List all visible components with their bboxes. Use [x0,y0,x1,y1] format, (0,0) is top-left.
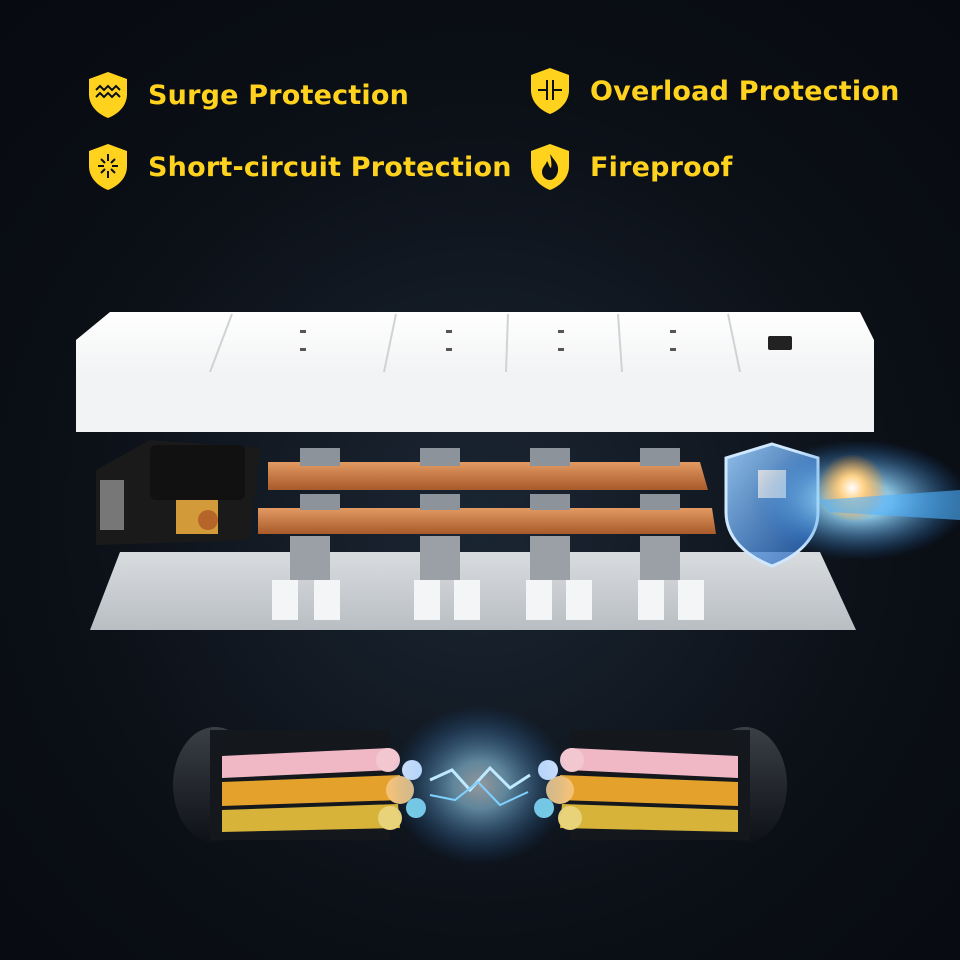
feature-label: Short-circuit Protection [148,151,512,183]
feature-label: Overload Protection [590,75,900,107]
right-cable [534,727,787,843]
feature-surge-protection: Surge Protection [86,70,409,120]
spark-icon [89,144,127,190]
feature-list: Surge Protection Overload Protection [0,0,960,220]
copper-conductors [258,448,716,534]
feature-label: Fireproof [590,151,733,183]
feature-label: Surge Protection [148,79,410,111]
feature-fireproof: Fireproof [528,142,733,192]
flame-icon [531,144,569,190]
power-strip-top-cover [76,312,874,432]
overload-plug-icon [531,68,569,114]
feature-short-circuit-protection: Short-circuit Protection [86,142,512,192]
cable-spark [390,705,570,865]
left-cable [173,727,426,843]
feature-overload-protection: Overload Protection [528,66,900,116]
power-strip-base [90,536,856,630]
surge-wave-icon [89,72,127,118]
electric-spark [750,440,960,560]
circuit-board [96,440,260,545]
